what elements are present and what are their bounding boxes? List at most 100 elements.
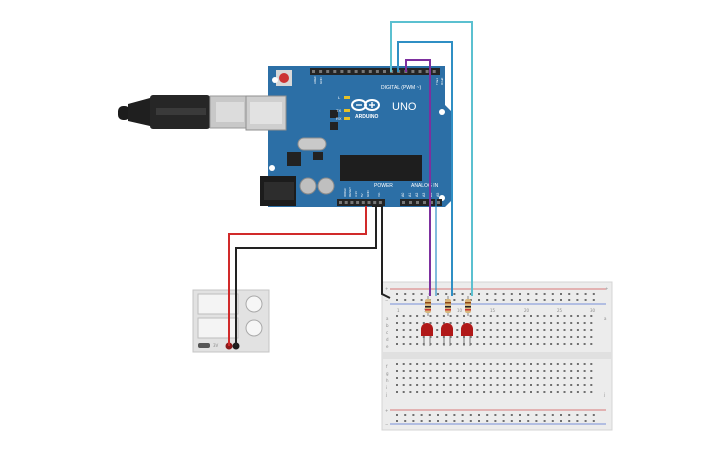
rail-hole	[560, 420, 562, 422]
led-rx-label: RX	[336, 116, 342, 121]
rail-hole	[453, 420, 456, 422]
resistor-1[interactable]	[425, 296, 431, 316]
breadboard[interactable]: + − + + − 1 5 10 15 20 25 30 a b c d e f…	[381, 281, 613, 431]
row-letter-i: i	[386, 385, 387, 390]
breadboard-hole	[543, 391, 546, 393]
breadboard-hole	[536, 322, 539, 324]
breadboard-hole	[556, 377, 559, 379]
breadboard-hole	[449, 363, 452, 365]
breadboard-hole	[416, 384, 419, 386]
row-letter-a: a	[386, 316, 389, 321]
rail-hole	[428, 420, 431, 422]
breadboard-hole	[483, 315, 486, 317]
power-supply[interactable]: 3V	[192, 289, 270, 353]
wire-purple[interactable]	[405, 59, 431, 296]
breadboard-hole	[449, 377, 452, 379]
breadboard-hole	[483, 343, 486, 345]
breadboard-hole	[530, 377, 532, 379]
power-label: POWER	[374, 183, 393, 189]
wires	[228, 21, 473, 346]
breadboard-hole	[583, 329, 586, 331]
breadboard-hole	[429, 370, 432, 372]
power-header[interactable]	[337, 199, 385, 206]
rail-hole	[584, 420, 587, 422]
breadboard-hole	[583, 315, 586, 317]
breadboard-hole	[402, 363, 405, 365]
arduino-uno-board[interactable]: L TX RX ARDUINO UNO DIGITAL (PWM ~) AREF…	[245, 66, 452, 207]
breadboard-hole	[489, 315, 492, 317]
breadboard-hole	[509, 391, 512, 393]
breadboard-hole	[543, 384, 546, 386]
rail-hole	[551, 299, 554, 301]
header-pin	[339, 201, 342, 204]
breadboard-hole	[489, 336, 492, 338]
header-pin	[432, 70, 436, 73]
row-letter-d: d	[386, 337, 389, 342]
usb-cable[interactable]	[118, 95, 251, 129]
breadboard-hole	[536, 377, 539, 379]
led-1[interactable]	[421, 323, 433, 346]
breadboard-hole	[469, 322, 472, 324]
rail-hole	[576, 293, 579, 295]
breadboard-hole	[416, 322, 419, 324]
rail-hole	[445, 420, 448, 422]
rail-hole	[543, 420, 546, 422]
voltage-knob[interactable]	[245, 295, 263, 313]
breadboard-hole	[550, 336, 553, 338]
wire-red-5v[interactable]	[228, 206, 367, 346]
breadboard-hole	[409, 336, 412, 338]
led-3[interactable]	[461, 323, 473, 346]
breadboard-hole	[402, 336, 405, 338]
rail-hole	[420, 293, 423, 295]
rail-hole	[551, 293, 554, 295]
breadboard-hole	[503, 329, 506, 331]
breadboard-hole	[409, 329, 412, 331]
analog-header[interactable]	[400, 199, 442, 206]
breadboard-hole	[442, 363, 445, 365]
wire-black-gnd-breadboard[interactable]	[372, 205, 391, 299]
wire-black-gnd-supply[interactable]	[235, 206, 377, 346]
breadboard-hole	[503, 363, 506, 365]
breadboard-hole	[396, 336, 398, 338]
row-letter-h: h	[386, 378, 389, 383]
breadboard-hole	[543, 329, 546, 331]
breadboard-hole	[442, 315, 445, 317]
breadboard-hole	[563, 322, 566, 324]
resistor-2[interactable]	[445, 296, 451, 316]
breadboard-hole	[396, 343, 398, 345]
rail-hole	[469, 299, 472, 301]
digital-header[interactable]	[310, 68, 440, 75]
wire-blue[interactable]	[397, 41, 453, 296]
rail-hole	[560, 293, 562, 295]
rail-hole	[420, 420, 423, 422]
rail-hole	[428, 414, 431, 416]
breadboard-hole	[583, 391, 586, 393]
breadboard-hole	[583, 377, 586, 379]
rail-hole	[412, 299, 415, 301]
breadboard-hole	[402, 377, 405, 379]
wire-cyan[interactable]	[390, 21, 473, 296]
breadboard-hole	[396, 322, 398, 324]
rail-hole	[535, 420, 538, 422]
rail-hole	[396, 299, 398, 301]
rail-hole	[461, 420, 464, 422]
breadboard-hole	[550, 343, 553, 345]
breadboard-hole	[436, 377, 439, 379]
breadboard-hole	[503, 336, 506, 338]
rail-hole	[584, 299, 587, 301]
current-knob[interactable]	[245, 319, 263, 337]
header-pin	[333, 70, 337, 73]
breadboard-hole	[550, 377, 553, 379]
rail-hole	[412, 414, 415, 416]
breadboard-hole	[496, 329, 499, 331]
breadboard-hole	[422, 363, 425, 365]
rail-hole	[551, 414, 554, 416]
breadboard-hole	[516, 322, 519, 324]
led-2[interactable]	[441, 323, 453, 346]
breadboard-hole	[422, 391, 425, 393]
rail-hole	[412, 293, 415, 295]
rail-hole	[486, 414, 489, 416]
breadboard-hole	[530, 370, 532, 372]
breadboard-hole	[422, 322, 425, 324]
resistor-3[interactable]	[465, 296, 471, 316]
